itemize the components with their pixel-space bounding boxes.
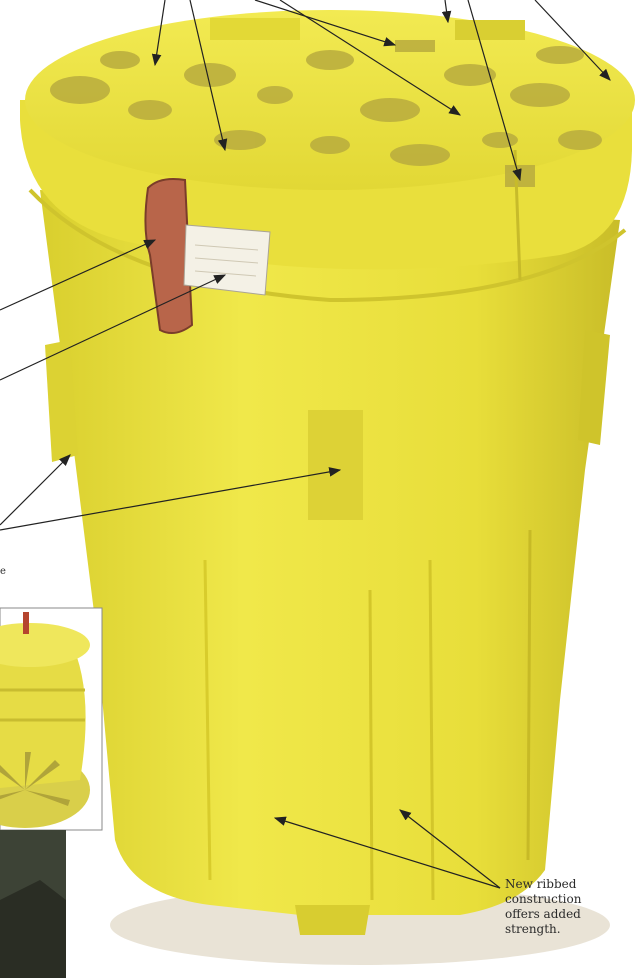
drum-base-notch: [295, 905, 370, 935]
caption-line: offers added: [505, 907, 581, 922]
cropped-caption-fragment: e: [0, 566, 6, 577]
body-recess: [308, 410, 363, 520]
lid-tab: [210, 18, 300, 40]
body-rib: [370, 590, 372, 900]
bottom-view-inset: [0, 608, 102, 830]
caption-line: strength.: [505, 922, 581, 937]
label-card: [184, 225, 270, 295]
caption-line: New ribbed: [505, 877, 581, 892]
ribbed-construction-caption: New ribbed construction offers added str…: [505, 877, 581, 937]
body-rib: [528, 530, 530, 860]
arrow-icon: [0, 455, 70, 525]
lid-tab: [455, 20, 525, 40]
caption-line: construction: [505, 892, 581, 907]
